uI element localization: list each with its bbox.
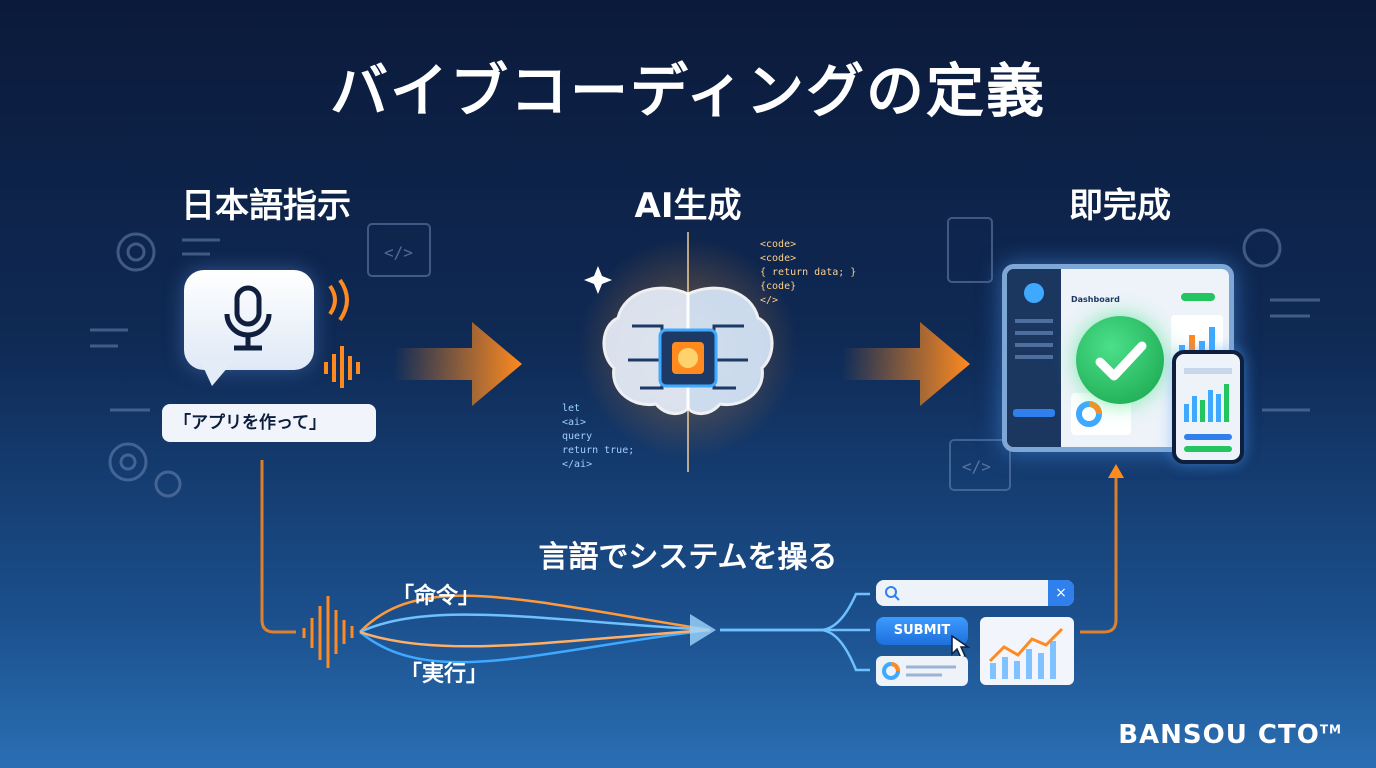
microphone-icon [224, 285, 272, 351]
step-title-ai-generation: AI生成 [634, 186, 742, 226]
bar-chart-icon [988, 627, 1064, 679]
dashboard-phone [1172, 350, 1244, 464]
dashboard-label: Dashboard [1071, 295, 1120, 304]
search-input[interactable] [876, 580, 1074, 606]
avatar [1024, 283, 1044, 303]
summary-card [876, 656, 968, 686]
instruction-quote: 「アプリを作って」 [162, 404, 376, 442]
bar-chart-icon [1184, 384, 1229, 422]
dashboard-sidebar [1007, 269, 1061, 447]
mini-line-chart [980, 617, 1074, 685]
step-title-japanese-instruction: 日本語指示 [181, 186, 351, 226]
code-snippet: {code} [760, 281, 797, 292]
brand-name: BANSOU CTO [1118, 720, 1320, 750]
keyword-command: 「命令」 [392, 584, 481, 609]
page-title: バイブコーディングの定義 [330, 57, 1046, 125]
code-snippet: let [562, 403, 581, 414]
code-snippet: query [562, 431, 593, 442]
arrow-right-icon [842, 322, 970, 406]
bottom-title: 言語でシステムを操る [538, 540, 838, 575]
sound-wave-icon [324, 278, 360, 388]
code-snippet: <code> [760, 253, 797, 264]
code-snippet: <ai> [562, 417, 587, 428]
trademark-mark: TM [1319, 722, 1342, 737]
step-title-instant-completion: 即完成 [1069, 186, 1171, 226]
donut-chart-icon [882, 662, 956, 680]
arrow-right-icon [394, 322, 522, 406]
close-icon[interactable]: × [1048, 580, 1074, 606]
code-snippet: </ai> [562, 459, 593, 470]
code-snippet: { return data; } [760, 267, 857, 278]
code-snippet: return true; [562, 445, 635, 456]
svg-text:</>: </> [962, 457, 991, 476]
code-window-icon [367, 217, 1011, 491]
keyword-execute: 「実行」 [400, 662, 489, 687]
ai-brain-chip-icon [578, 232, 798, 472]
search-icon [885, 586, 900, 601]
brand-logo: BANSOU CTOTM [1118, 720, 1342, 750]
gear-icon [108, 228, 1282, 498]
success-check [1076, 316, 1164, 404]
code-snippet: <code> [760, 239, 797, 250]
check-icon [1095, 341, 1147, 381]
speech-bubble-tail [200, 360, 234, 386]
svg-text:</>: </> [384, 243, 413, 262]
code-snippet: </> [760, 295, 779, 306]
